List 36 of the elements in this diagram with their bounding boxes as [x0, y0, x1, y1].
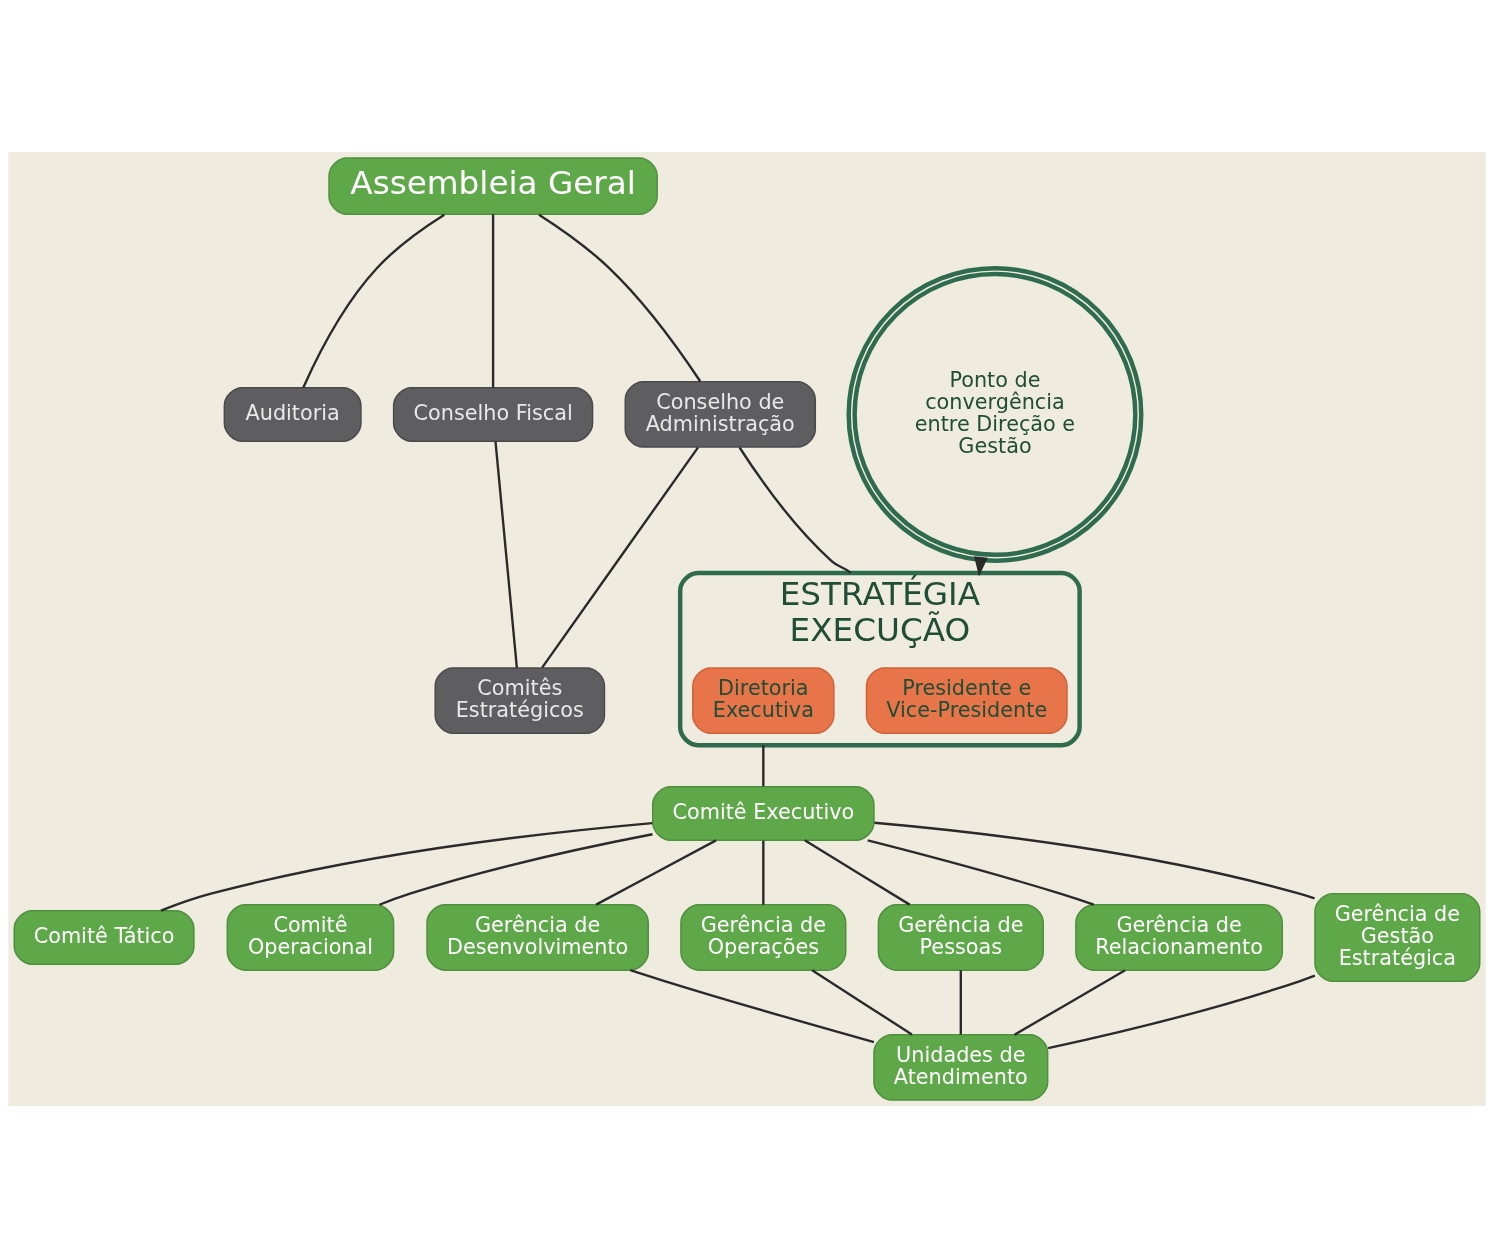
- connector: [629, 969, 875, 1044]
- node-box: Comitê Executivo: [651, 786, 875, 841]
- connector: [811, 969, 913, 1036]
- connector: [491, 214, 495, 388]
- connector: [959, 970, 962, 1035]
- node-box: Comitê Tático: [13, 910, 195, 965]
- node-box: Gerência de Desenvolvimento: [426, 904, 649, 971]
- connector: [1013, 969, 1126, 1036]
- node-box: Assembleia Geral: [328, 157, 658, 216]
- connector: [762, 745, 765, 787]
- connector: [595, 839, 717, 906]
- connector: [541, 446, 700, 669]
- node-box: Auditoria: [223, 387, 362, 442]
- node-box: Diretoria Executiva: [692, 667, 835, 735]
- node-box: Gerência de Gestão Estratégica: [1314, 892, 1481, 982]
- connector: [804, 839, 911, 906]
- connector: [762, 840, 765, 905]
- node-box: Presidente e Vice-Presidente: [865, 667, 1068, 735]
- connector: [160, 821, 653, 912]
- connector: [538, 213, 702, 382]
- node-box: Conselho de Administração: [624, 381, 817, 448]
- node-box: Conselho Fiscal: [392, 387, 594, 442]
- node-box: Gerência de Pessoas: [877, 904, 1044, 971]
- connector: [494, 441, 519, 668]
- connector: [867, 839, 1095, 906]
- node-box: Comitês Estratégicos: [434, 667, 606, 735]
- connector: [302, 213, 445, 389]
- connector: [1047, 974, 1316, 1050]
- arrow: [974, 556, 988, 577]
- node-box: Unidades de Atendimento: [873, 1034, 1049, 1101]
- node-box: Gerência de Operações: [680, 904, 847, 971]
- connector: [378, 833, 653, 906]
- connector: [738, 446, 852, 574]
- connector: [874, 821, 1315, 900]
- node-box: Gerência de Relacionamento: [1075, 904, 1283, 971]
- node-box: Comitê Operacional: [226, 904, 395, 971]
